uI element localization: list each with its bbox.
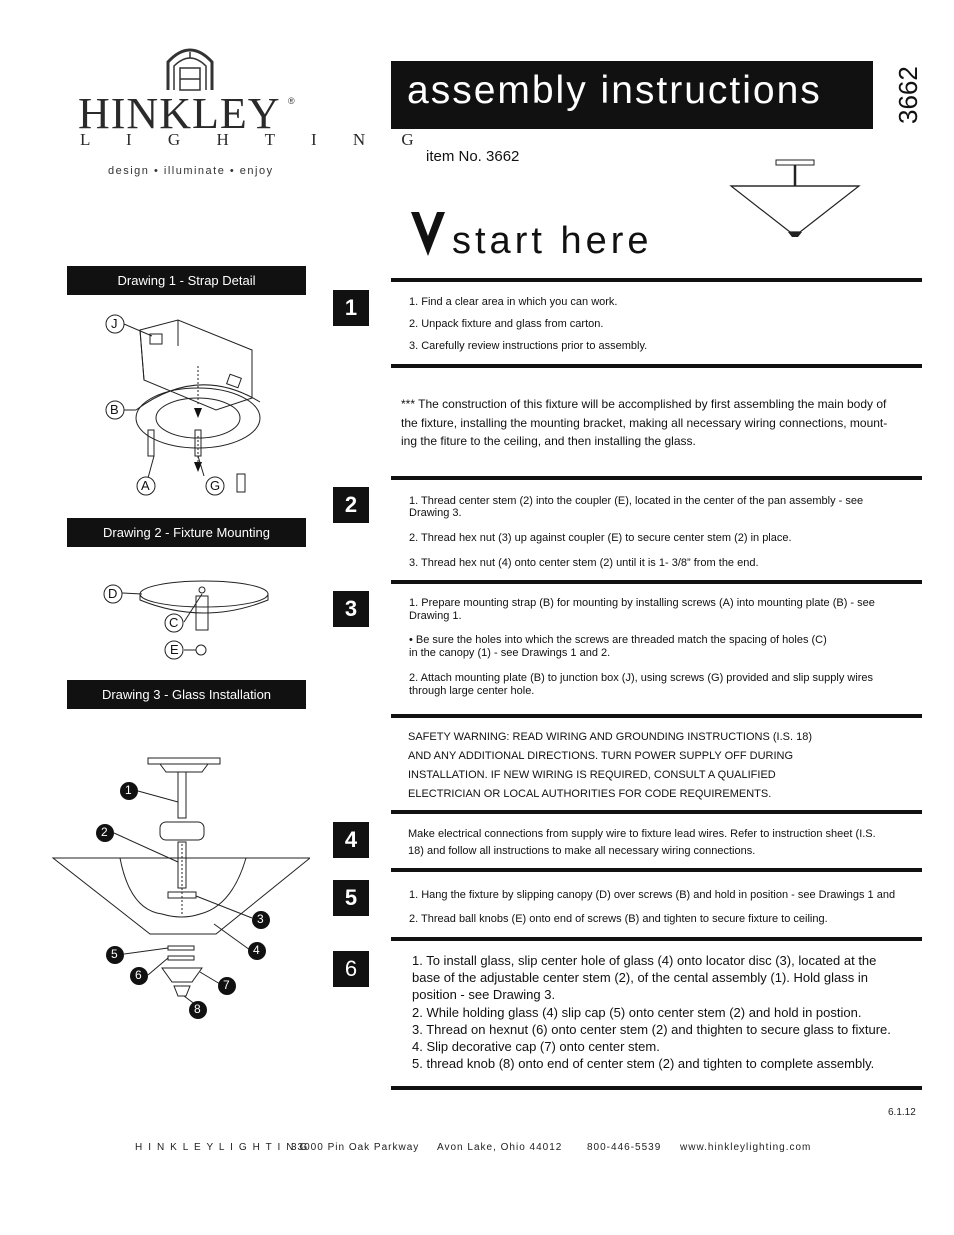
step-6-text: 1. To install glass, slip center hole of… bbox=[412, 952, 891, 1072]
step-6-line: 5. thread knob (8) onto end of center st… bbox=[412, 1056, 875, 1072]
step-6-line: base of the adjustable center stem (2), … bbox=[412, 970, 868, 986]
drawing-1-callout: G bbox=[210, 478, 221, 493]
drawing-2-header: Drawing 2 - Fixture Mounting bbox=[67, 518, 306, 547]
step-3-line: Drawing 1. bbox=[409, 610, 462, 622]
drawing-1-callout: A bbox=[141, 478, 150, 493]
step-5-line: 2. Thread ball knobs (E) onto end of scr… bbox=[409, 913, 828, 925]
step-1-line: 3. Carefully review instructions prior t… bbox=[409, 340, 648, 352]
drawing-2-callout: D bbox=[108, 586, 118, 601]
warning-line: AND ANY ADDITIONAL DIRECTIONS. TURN POWE… bbox=[408, 750, 794, 762]
footer-city: Avon Lake, Ohio 44012 bbox=[437, 1142, 563, 1153]
section-rule bbox=[391, 1086, 922, 1090]
step-4-line: 18) and follow all instructions to make … bbox=[408, 845, 756, 857]
section-rule bbox=[391, 937, 922, 941]
step-4-number: 4 bbox=[333, 822, 369, 858]
step-6-line: 1. To install glass, slip center hole of… bbox=[412, 953, 877, 968]
drawing-3-callout: 7 bbox=[223, 978, 230, 992]
drawing-3-callout: 6 bbox=[135, 968, 142, 982]
section-rule bbox=[391, 580, 922, 584]
section-rule bbox=[391, 714, 922, 718]
drawing-3-callout: 4 bbox=[253, 943, 260, 957]
step-6-line: position - see Drawing 3. bbox=[412, 987, 556, 1003]
drawing-2-fixture-mounting bbox=[103, 580, 269, 660]
footer-phone: 800-446-5539 bbox=[587, 1142, 662, 1153]
section-rule bbox=[391, 476, 922, 480]
drawing-3-callout: 3 bbox=[257, 912, 264, 926]
step-2-line: 1. Thread center stem (2) into the coupl… bbox=[409, 495, 864, 507]
drawing-3-glass-installation bbox=[51, 757, 310, 1019]
step-6-number: 6 bbox=[333, 951, 369, 987]
hinkley-logo-mark bbox=[166, 48, 214, 91]
title-bar: assembly instructions bbox=[391, 61, 873, 129]
note-line: the fixture, installing the mounting bra… bbox=[401, 415, 888, 430]
section-rule bbox=[391, 810, 922, 814]
drawing-3-callout: 8 bbox=[194, 1002, 201, 1016]
step-2-line: 2. Thread hex nut (3) up against coupler… bbox=[409, 532, 792, 544]
step-3-line: 2. Attach mounting plate (B) to junction… bbox=[409, 672, 874, 684]
brand-sub: L I G H T I N G bbox=[80, 130, 430, 149]
page-title: assembly instructions bbox=[407, 69, 822, 112]
drawing-2-callout: E bbox=[170, 642, 179, 657]
start-arrow-icon bbox=[411, 212, 445, 256]
revision-date: 6.1.12 bbox=[888, 1107, 916, 1118]
step-1-line: 1. Find a clear area in which you can wo… bbox=[409, 296, 618, 308]
step-5-line: 1. Hang the fixture by slipping canopy (… bbox=[409, 889, 896, 901]
warning-line: INSTALLATION. IF NEW WIRING IS REQUIRED,… bbox=[408, 769, 776, 781]
note-line: *** The construction of this fixture wil… bbox=[401, 397, 887, 411]
step-1-number: 1 bbox=[333, 290, 369, 326]
footer-company: H I N K L E Y L I G H T I N G bbox=[135, 1142, 309, 1153]
footer-website: www.hinkleylighting.com bbox=[680, 1142, 812, 1153]
step-4-line: Make electrical connections from supply … bbox=[408, 828, 876, 840]
item-number: item No. 3662 bbox=[426, 148, 520, 165]
safety-warning: SAFETY WARNING: READ WIRING AND GROUNDIN… bbox=[408, 728, 812, 804]
footer-address: 33000 Pin Oak Parkway bbox=[291, 1142, 420, 1153]
step-3-line: in the canopy (1) - see Drawings 1 and 2… bbox=[409, 647, 611, 659]
step-6-line: 3. Thread on hexnut (6) onto center stem… bbox=[412, 1021, 891, 1037]
brand-tagline: design • illuminate • enjoy bbox=[108, 165, 274, 177]
registered-mark: ® bbox=[288, 96, 295, 106]
step-2-line: Drawing 3. bbox=[409, 507, 462, 519]
brand-name: HINKLEY bbox=[78, 89, 281, 138]
section-rule bbox=[391, 278, 922, 282]
note-line: ing the fiture to the ceiling, and then … bbox=[401, 434, 696, 448]
drawing-1-callout: B bbox=[110, 402, 119, 417]
step-6-line: 2. While holding glass (4) slip cap (5) … bbox=[412, 1004, 862, 1020]
drawing-3-callout: 5 bbox=[111, 947, 118, 961]
step-3-line: through large center hole. bbox=[409, 685, 535, 697]
step-3-number: 3 bbox=[333, 591, 369, 627]
drawing-3-callout: 2 bbox=[101, 825, 108, 839]
step-3-line: • Be sure the holes into which the screw… bbox=[409, 634, 827, 646]
step-3-line: 1. Prepare mounting strap (B) for mounti… bbox=[409, 597, 875, 609]
step-5-number: 5 bbox=[333, 880, 369, 916]
step-1-line: 2. Unpack fixture and glass from carton. bbox=[409, 318, 604, 330]
fixture-illustration bbox=[729, 159, 861, 237]
item-number-vertical: 3662 bbox=[893, 66, 923, 124]
step-2-line: 3. Thread hex nut (4) onto center stem (… bbox=[409, 557, 759, 569]
drawing-2-callout: C bbox=[169, 615, 179, 630]
warning-line: SAFETY WARNING: READ WIRING AND GROUNDIN… bbox=[408, 731, 812, 743]
drawing-1-strap-detail bbox=[105, 314, 261, 496]
step-6-line: 4. Slip decorative cap (7) onto center s… bbox=[412, 1039, 660, 1055]
section-rule bbox=[391, 364, 922, 368]
drawing-1-header: Drawing 1 - Strap Detail bbox=[67, 266, 306, 295]
warning-line: ELECTRICIAN OR LOCAL AUTHORITIES FOR COD… bbox=[408, 788, 772, 800]
step-2-number: 2 bbox=[333, 487, 369, 523]
construction-note: *** The construction of this fixture wil… bbox=[401, 395, 887, 451]
drawing-3-callout: 1 bbox=[125, 783, 132, 797]
section-rule bbox=[391, 868, 922, 872]
start-here-heading: start here bbox=[452, 220, 653, 262]
drawing-1-callout: J bbox=[111, 316, 118, 331]
drawing-3-header: Drawing 3 - Glass Installation bbox=[67, 680, 306, 709]
